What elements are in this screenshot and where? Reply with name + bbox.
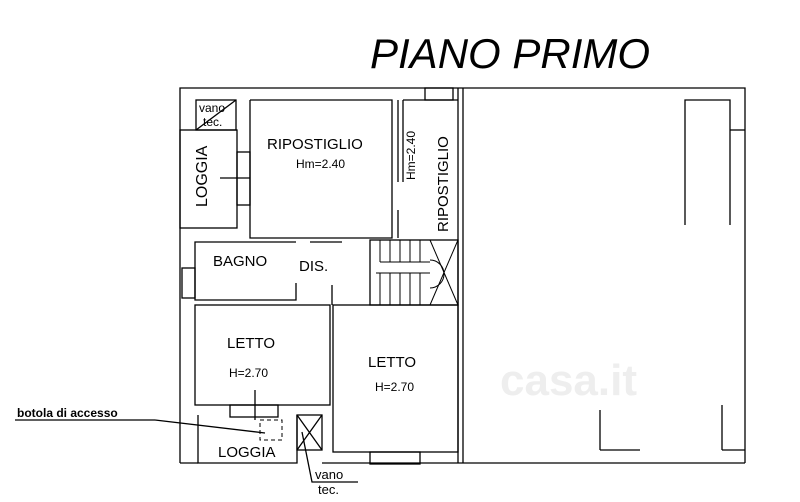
vano-tec-top-label-2: tec.: [203, 115, 222, 129]
loggia-top-label: LOGGIA: [194, 145, 211, 207]
loggia-bottom-label: LOGGIA: [218, 444, 276, 461]
bagno-label: BAGNO: [213, 253, 267, 270]
vano-tec-bottom-label-2: tec.: [318, 482, 339, 497]
vano-tec-top-label: vano: [199, 101, 225, 115]
botola-annotation: botola di accesso: [17, 406, 118, 420]
letto-1-label: LETTO: [227, 335, 275, 352]
dis-label: DIS.: [299, 258, 328, 275]
plan-title: PIANO PRIMO: [370, 30, 650, 77]
walls: [15, 87, 746, 483]
letto-1-height: H=2.70: [229, 366, 268, 380]
ripostiglio-height: Hm=2.40: [296, 157, 345, 171]
letto-2-label: LETTO: [368, 354, 416, 371]
ripostiglio-2-label: RIPOSTIGLIO: [435, 136, 452, 232]
ripostiglio-label: RIPOSTIGLIO: [267, 136, 363, 153]
room-labels: vano tec. LOGGIA RIPOSTIGLIO Hm=2.40 Hm=…: [17, 101, 452, 497]
letto-2-height: H=2.70: [375, 380, 414, 394]
watermark: casa.it: [500, 356, 637, 405]
ripostiglio-2-height: Hm=2.40: [404, 131, 418, 180]
vano-tec-bottom-label: vano: [315, 467, 343, 482]
